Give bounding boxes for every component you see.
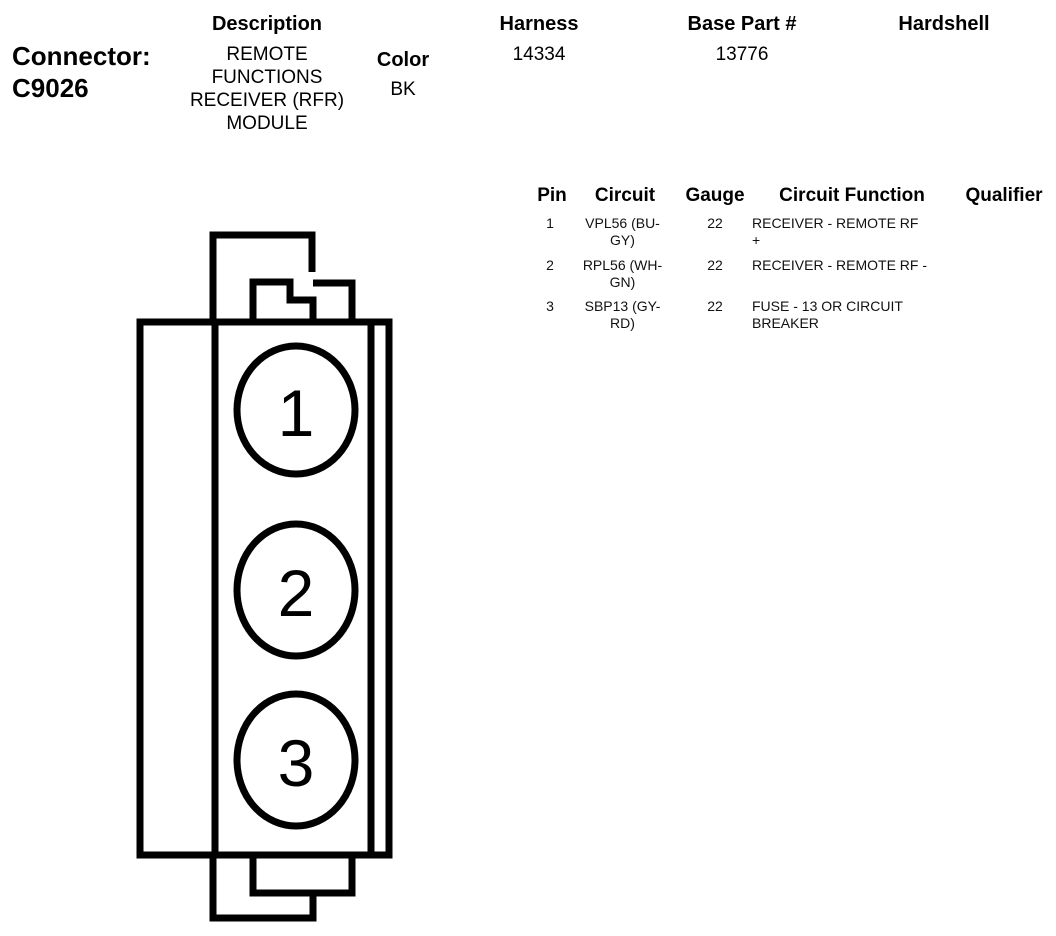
pin-2-cavity: [233, 520, 359, 660]
pin-1-label: 1: [278, 376, 315, 450]
base-part-header: Base Part #: [687, 13, 797, 35]
table-row-pin: 3: [546, 298, 554, 314]
function-line: RECEIVER - REMOTE RF -: [752, 257, 928, 273]
table-row-circuit: VPL56 (BU- GY): [573, 215, 672, 249]
table-row-circuit: RPL56 (WH- GN): [573, 257, 672, 291]
description-value: REMOTE FUNCTIONS RECEIVER (RFR) MODULE: [172, 43, 362, 135]
connector-id: C9026: [12, 73, 89, 103]
description-line: MODULE: [226, 113, 308, 134]
hardshell-header: Hardshell: [898, 13, 990, 35]
body-left-panel: [136, 318, 219, 859]
function-line: RECEIVER - REMOTE RF: [752, 215, 919, 231]
circuit-function-column-header: Circuit Function: [779, 185, 925, 206]
circuit-line: VPL56 (BU-: [585, 215, 660, 231]
function-line: +: [752, 232, 761, 248]
function-line: BREAKER: [752, 315, 819, 331]
circuit-line: GY): [610, 232, 635, 248]
table-row-function: RECEIVER - REMOTE RF -: [752, 257, 958, 274]
color-value: BK: [390, 79, 416, 100]
description-line: FUNCTIONS: [211, 67, 323, 88]
pin-column-header: Pin: [537, 185, 567, 206]
description-header: Description: [211, 13, 323, 35]
table-row-gauge: 22: [707, 298, 723, 314]
description-line: RECEIVER (RFR): [189, 90, 345, 111]
connector-label: Connector:: [12, 41, 151, 71]
bottom-latch-inner: [249, 855, 356, 897]
qualifier-column-header: Qualifier: [965, 185, 1043, 206]
harness-header: Harness: [499, 13, 579, 35]
body-main: [211, 318, 375, 859]
circuit-line: RPL56 (WH-: [582, 257, 663, 273]
pin-1-cavity: [233, 342, 359, 478]
top-latch-inner: [249, 278, 356, 321]
gauge-column-header: Gauge: [685, 185, 745, 206]
bottom-latch-outer: [209, 855, 317, 922]
pin-3-cavity: [233, 690, 359, 830]
harness-value: 14334: [512, 44, 566, 65]
table-row-pin: 2: [546, 257, 554, 273]
top-latch-outer: [209, 231, 316, 321]
base-part-value: 13776: [715, 44, 769, 65]
table-row-gauge: 22: [707, 257, 723, 273]
pin-2-label: 2: [278, 556, 315, 630]
body-right-rail: [371, 318, 393, 859]
description-line: REMOTE: [226, 44, 308, 65]
table-row-function: RECEIVER - REMOTE RF +: [752, 215, 958, 249]
function-line: FUSE - 13 OR CIRCUIT: [752, 298, 903, 314]
circuit-line: GN): [609, 274, 636, 290]
circuit-column-header: Circuit: [594, 185, 656, 206]
color-header: Color: [376, 49, 430, 71]
table-row-circuit: SBP13 (GY- RD): [573, 298, 672, 332]
table-row-function: FUSE - 13 OR CIRCUIT BREAKER: [752, 298, 958, 332]
table-row-pin: 1: [546, 215, 554, 231]
table-row-gauge: 22: [707, 215, 723, 231]
connector-title: Connector: C9026: [12, 40, 151, 104]
circuit-line: SBP13 (GY-: [584, 298, 661, 314]
pin-3-label: 3: [278, 726, 315, 800]
circuit-line: RD): [610, 315, 635, 331]
